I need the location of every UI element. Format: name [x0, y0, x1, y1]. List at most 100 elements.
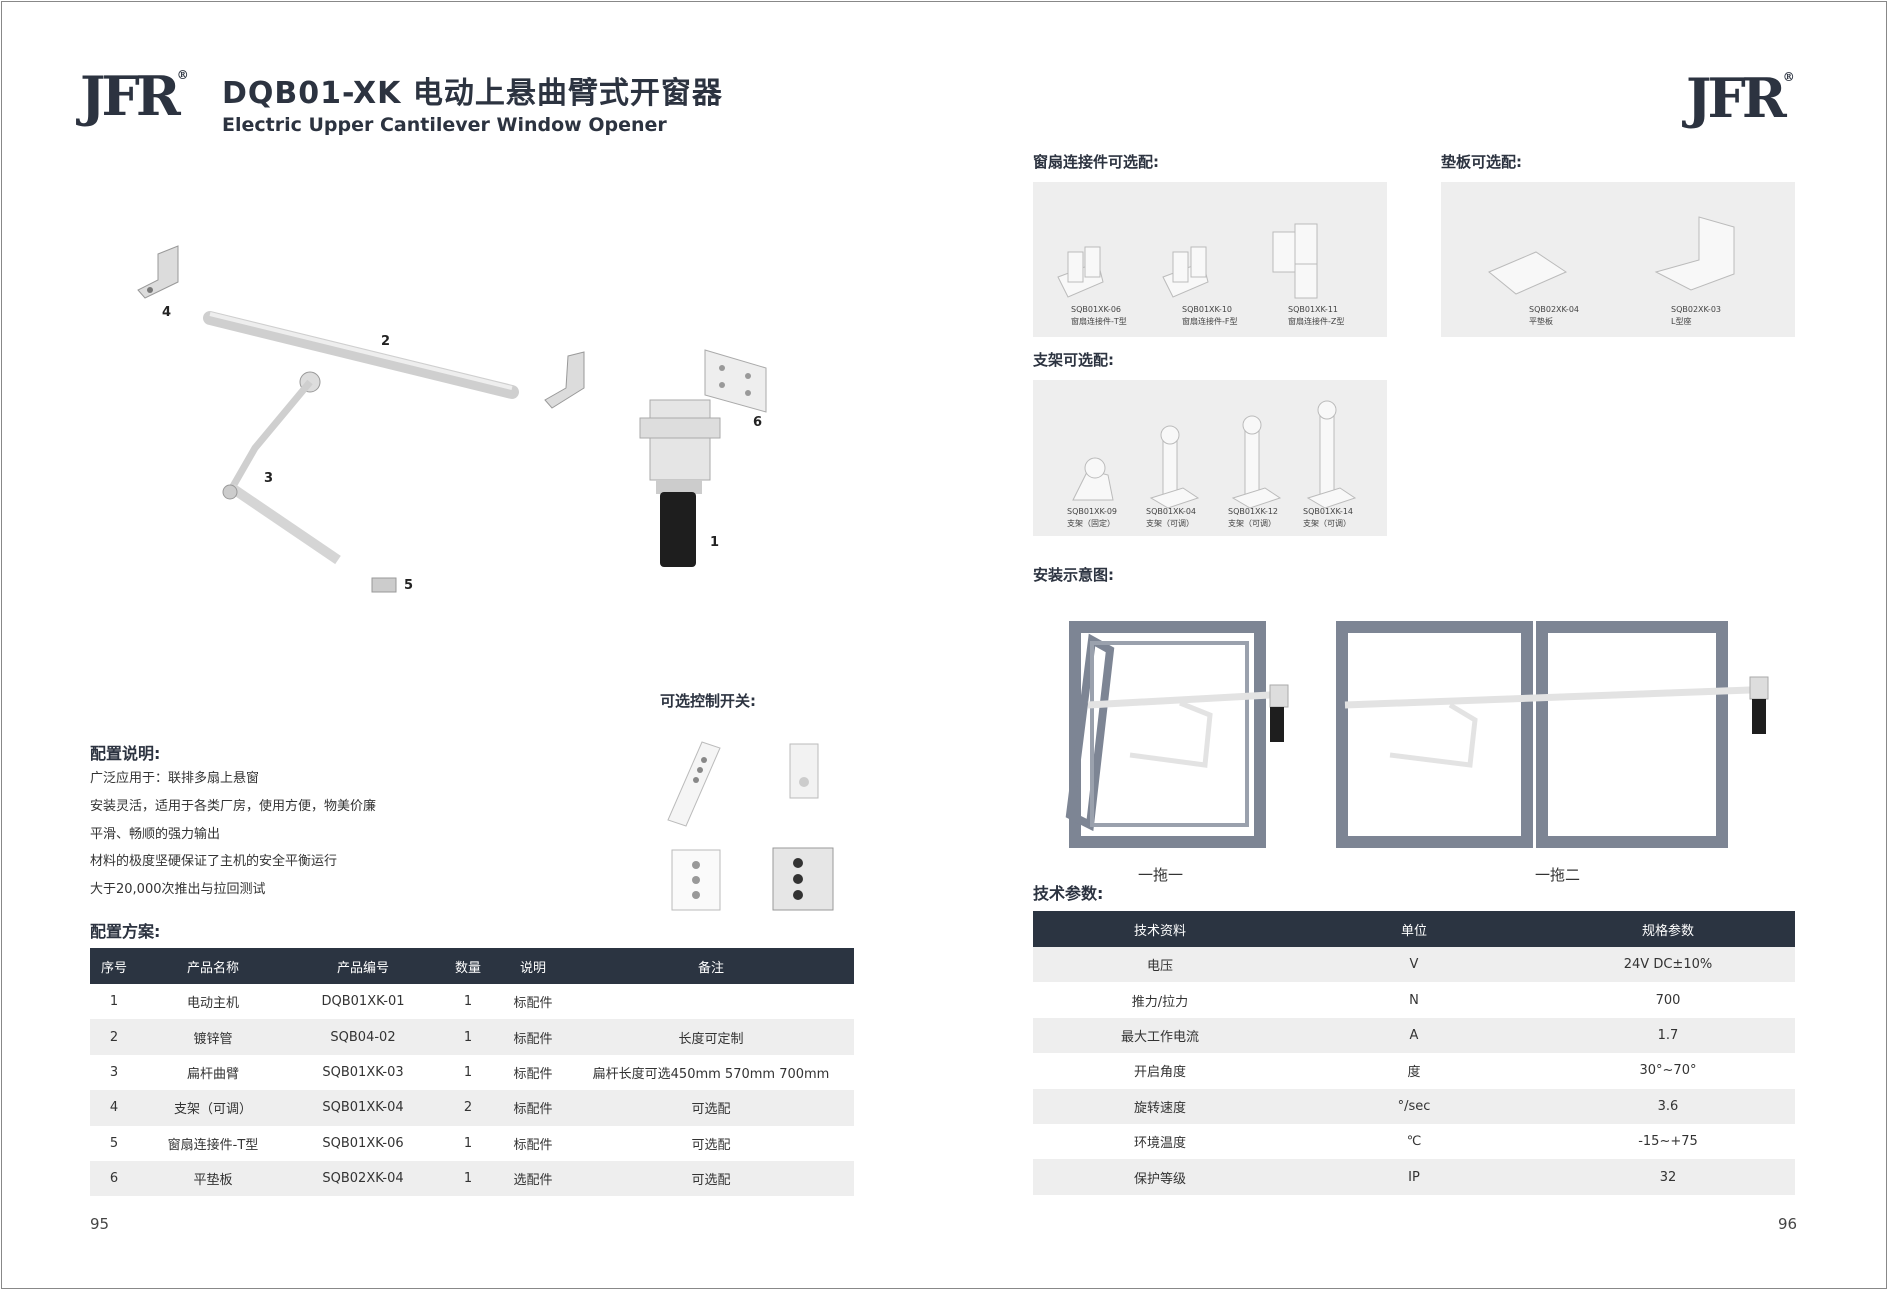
brand-logo-left: JFR® [80, 64, 189, 128]
table-cell: 推力/拉力 [1131, 994, 1189, 1010]
remote-control-icon [667, 741, 721, 827]
table-cell: 6 [90, 1160, 138, 1197]
table-cell: 开启角度 [1133, 1065, 1186, 1081]
install-label-1-to-2: 一拖二 [1535, 866, 1581, 884]
page-number-right: 96 [1778, 1215, 1798, 1233]
install-diagram [1065, 621, 1769, 848]
bracket-right [544, 351, 585, 409]
table-cell [568, 984, 854, 1019]
control-switches-images [667, 741, 834, 911]
part-label-3: 3 [264, 471, 274, 486]
table-cell: 长度可定制 [568, 1019, 854, 1055]
wall-panel-switch-icon [671, 849, 721, 911]
column-header: 产品名称 [138, 948, 288, 984]
table-cell: 4 [90, 1090, 138, 1126]
table-cell: 镀锌管 [138, 1019, 288, 1055]
table-row: 环境温度 ℃ -15~+75 [1033, 1124, 1795, 1159]
table-cell: 可选配 [568, 1090, 854, 1126]
table-cell: 1 [463, 994, 473, 1010]
table-cell: ℃ [1406, 1134, 1422, 1150]
table-cell: 电压 [1033, 947, 1287, 983]
table-cell: 旋转速度 [1033, 1088, 1287, 1124]
column-header: 数量 [438, 948, 498, 984]
exploded-parts-diagram [137, 245, 767, 593]
table-cell: 32 [1541, 1159, 1795, 1195]
table-cell: A [1287, 1017, 1541, 1054]
table-cell: IP [1287, 1159, 1541, 1195]
install-label-1-to-1: 一拖一 [1138, 866, 1184, 884]
table-cell: 最大工作电流 [1033, 1017, 1287, 1054]
motor-part-1 [639, 399, 721, 567]
table-cell: 电动主机 [186, 996, 239, 1012]
table-cell: 标配件 [513, 996, 553, 1012]
table-cell: 环境温度 [1133, 1136, 1186, 1152]
table-cell: SQB04-02 [288, 1019, 438, 1055]
table-cell: SQB01XK-03 [322, 1064, 404, 1080]
table-cell: 1 [438, 1019, 498, 1055]
table-cell: 24V DC±10% [1541, 947, 1795, 983]
column-header: 说明 [498, 948, 568, 984]
pad-images [1488, 216, 1735, 295]
table-cell: 保护等级 [1033, 1159, 1287, 1195]
table-cell: SQB01XK-06 [322, 1135, 404, 1151]
table-cell: 700 [1655, 992, 1681, 1008]
table-cell: °/sec [1287, 1088, 1541, 1124]
table-cell: 1 [463, 1064, 473, 1080]
connector-part-5 [371, 577, 397, 593]
table-cell: V [1287, 947, 1541, 983]
table-cell: 标配件 [513, 1137, 553, 1153]
table-cell: 标配件 [498, 1019, 568, 1055]
bracket-part-4 [137, 245, 179, 299]
table-cell: 2 [90, 1019, 138, 1055]
table-cell: 1 [109, 994, 119, 1010]
table-cell: 可选配 [691, 1137, 731, 1153]
part-label-5: 5 [404, 578, 414, 593]
part-label-2: 2 [381, 334, 391, 349]
page-number-left: 95 [90, 1215, 110, 1233]
column-header: 序号 [90, 948, 138, 984]
table-cell: 标配件 [513, 1066, 553, 1082]
table-cell: -15~+75 [1638, 1134, 1698, 1150]
column-header: 产品编号 [288, 948, 438, 984]
tube-part-2 [203, 311, 519, 399]
part-label-1: 1 [710, 535, 720, 550]
config-desc-line: 广泛应用于：联排多扇上悬窗 [90, 771, 260, 786]
config-desc-line: 材料的极度坚硬保证了主机的安全平衡运行 [90, 854, 338, 869]
connectors-heading: 窗扇连接件可选配: [1033, 153, 1159, 171]
brackets-heading: 支架可选配: [1033, 351, 1114, 369]
table-cell: 扁杆长度可选450mm 570mm 700mm [592, 1066, 830, 1082]
table-cell: 扁杆曲臂 [186, 1066, 239, 1082]
window-single [1065, 621, 1289, 848]
part-label-4: 4 [162, 305, 172, 320]
table-cell: 3.6 [1541, 1088, 1795, 1124]
table-cell: 标配件 [498, 1090, 568, 1126]
bracket-images [1072, 400, 1357, 509]
table-cell: SQB01XK-04 [288, 1090, 438, 1126]
plate-part-6 [704, 349, 767, 413]
table-cell: 选配件 [498, 1160, 568, 1197]
install-heading: 安装示意图: [1033, 566, 1114, 584]
connector-images [1057, 223, 1318, 299]
column-header: 技术资料 [1033, 911, 1287, 947]
